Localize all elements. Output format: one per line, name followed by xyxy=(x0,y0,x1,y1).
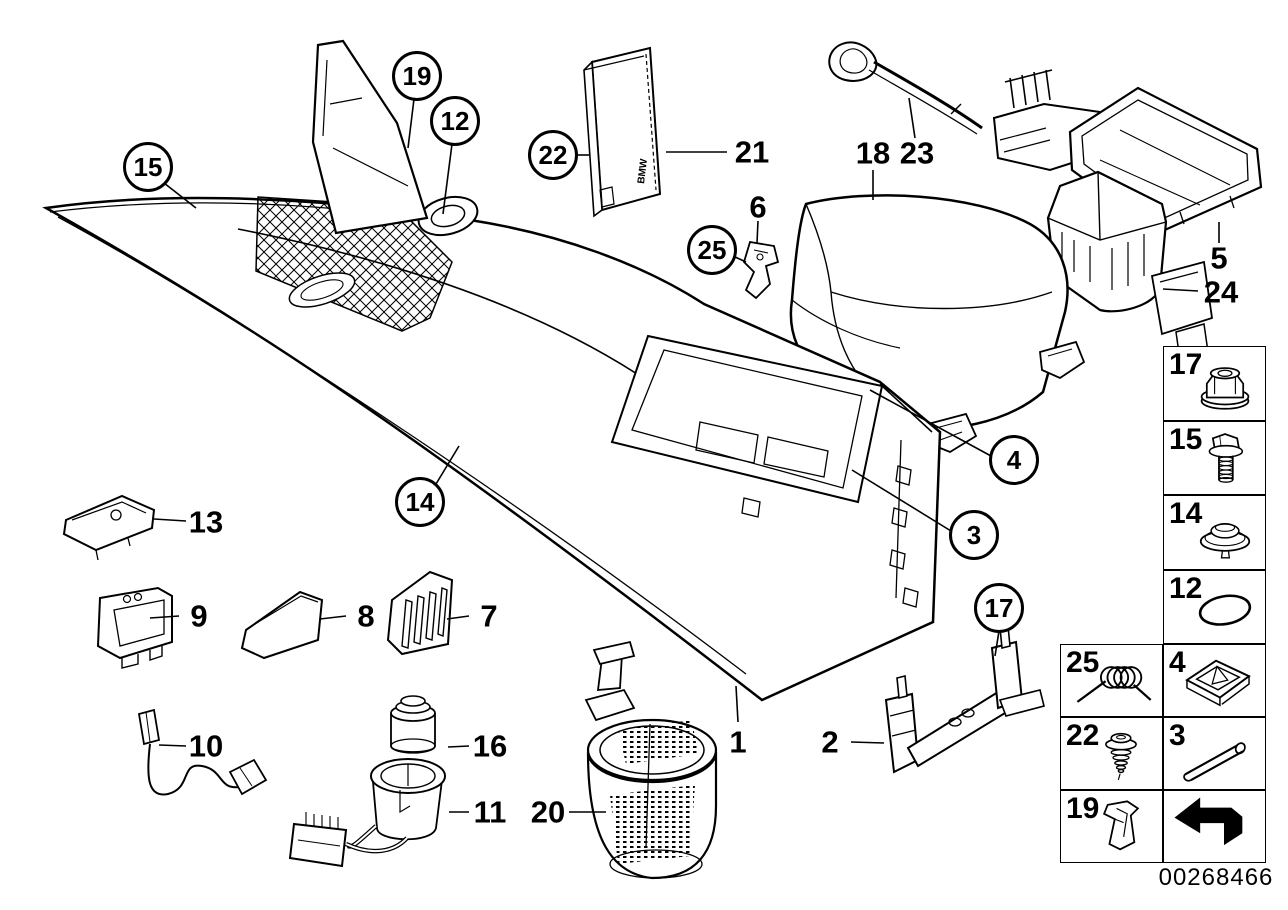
legend-number: 25 xyxy=(1066,646,1100,679)
socket-housing xyxy=(288,758,446,868)
legend-cell-22: 22 xyxy=(1060,717,1163,790)
mounting-bracket xyxy=(884,624,1045,774)
storage-tray xyxy=(62,494,156,561)
callout-25: 25 xyxy=(687,225,737,275)
legend-cell-4: 4 xyxy=(1163,644,1266,717)
leader-lines xyxy=(149,97,1220,813)
rear-compartment xyxy=(610,334,884,518)
flange-nut-icon xyxy=(1200,366,1250,410)
callout-13: 13 xyxy=(188,504,224,540)
callout-7: 7 xyxy=(480,598,498,634)
legend-cell-17: 17 xyxy=(1163,346,1266,421)
legend-cell-25: 25 xyxy=(1060,644,1163,717)
release-cable xyxy=(828,41,983,135)
legend-number: 14 xyxy=(1169,497,1203,530)
callout-4: 4 xyxy=(989,435,1039,485)
pin-icon xyxy=(1183,742,1246,782)
blank-cover xyxy=(240,590,324,660)
callout-22: 22 xyxy=(528,130,578,180)
callout-8: 8 xyxy=(357,598,375,634)
air-vent-grille xyxy=(386,570,454,656)
legend-cell-14: 14 xyxy=(1163,495,1266,570)
return-arrow-icon xyxy=(1174,797,1243,846)
callout-1: 1 xyxy=(729,724,747,760)
callout-21: 21 xyxy=(734,134,770,170)
legend-number: 3 xyxy=(1169,719,1186,752)
expanding-rivet-icon xyxy=(1105,732,1137,781)
clip-bracket-6 xyxy=(742,240,780,300)
legend-number: 22 xyxy=(1066,719,1100,752)
first-aid-box: BMW xyxy=(583,46,662,218)
callout-16: 16 xyxy=(472,728,508,764)
callout-9: 9 xyxy=(190,598,208,634)
legend-number: 15 xyxy=(1169,422,1203,456)
callout-12: 12 xyxy=(430,96,480,146)
clip-icon xyxy=(1102,800,1140,851)
cupholder-insert xyxy=(584,640,718,880)
legend-number: 19 xyxy=(1066,792,1100,825)
callout-19: 19 xyxy=(392,51,442,101)
callout-18: 18 xyxy=(855,135,891,171)
callout-14: 14 xyxy=(395,477,445,527)
drawing-number: 00268466 xyxy=(1158,864,1274,891)
callout-17: 17 xyxy=(974,583,1024,633)
hex-bolt-icon xyxy=(1208,433,1244,483)
armrest xyxy=(789,194,1086,454)
gearshift-opening xyxy=(417,195,479,237)
callout-2: 2 xyxy=(821,724,839,760)
fastener-legend-column: 17 15 14 xyxy=(1163,346,1266,644)
bmw-marking: BMW xyxy=(636,158,650,185)
legend-number: 17 xyxy=(1169,348,1203,381)
callout-5: 5 xyxy=(1210,240,1228,276)
callout-11: 11 xyxy=(473,794,507,830)
lighter-element xyxy=(390,695,436,754)
callout-10: 10 xyxy=(188,728,224,764)
front-trim-fin xyxy=(311,39,429,235)
legend-cell-19: 19 xyxy=(1060,790,1163,863)
spring-icon xyxy=(1076,666,1152,703)
legend-cell-12: 12 xyxy=(1163,569,1266,644)
callout-3: 3 xyxy=(949,510,999,560)
fastener-legend-grid: 25 4 22 xyxy=(1060,644,1266,863)
legend-number: 4 xyxy=(1169,646,1186,679)
callout-15: 15 xyxy=(123,142,173,192)
console-body xyxy=(42,39,942,702)
storage-box xyxy=(1046,170,1168,313)
frame-bracket-icon xyxy=(1185,659,1251,707)
callout-20: 20 xyxy=(530,794,566,830)
wiring-lead xyxy=(137,708,268,796)
switch-unit xyxy=(96,586,173,669)
legend-cell-arrow xyxy=(1163,790,1266,863)
callout-24: 24 xyxy=(1203,274,1239,310)
callout-23: 23 xyxy=(899,135,935,171)
legend-cell-15: 15 xyxy=(1163,420,1266,495)
rear-trim-panel xyxy=(879,383,933,608)
side-recess xyxy=(288,272,356,308)
cap-plug-icon xyxy=(1199,522,1251,558)
legend-number: 12 xyxy=(1169,571,1203,605)
seal-ring-icon xyxy=(1198,594,1252,626)
callout-6: 6 xyxy=(749,189,767,225)
legend-cell-3: 3 xyxy=(1163,717,1266,790)
storage-net xyxy=(255,196,453,332)
